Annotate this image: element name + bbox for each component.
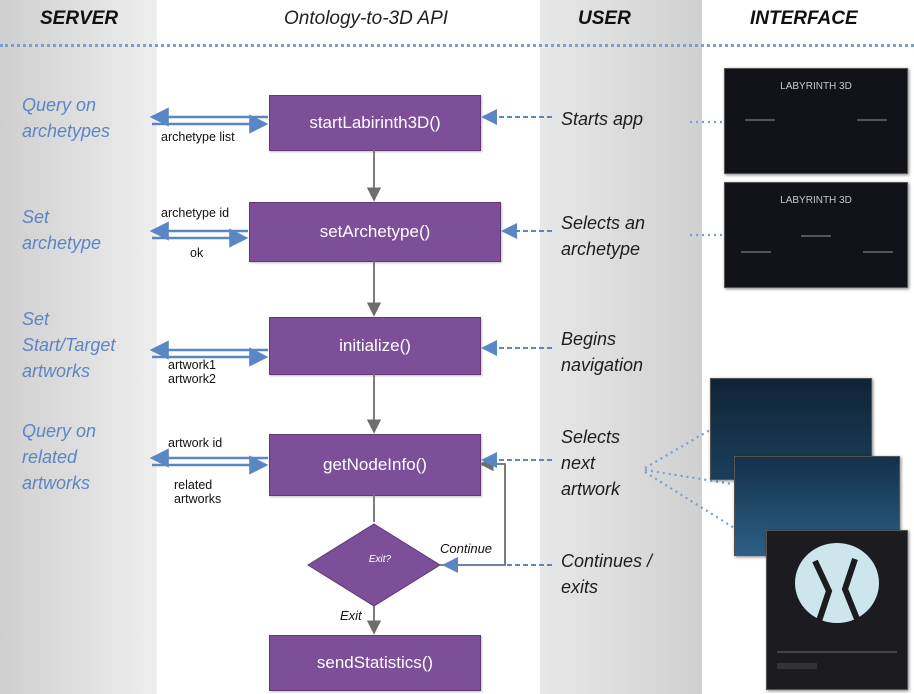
user-action-continues-exits: Continues / exits xyxy=(561,548,652,600)
user-action-line: Continues / xyxy=(561,551,653,571)
msg-archetype-id: archetype id xyxy=(161,206,230,220)
msg-line: artworks xyxy=(174,492,222,506)
interface-screenshot-start: LABYRINTH 3D xyxy=(724,68,908,174)
server-action-set-start-target: Set Start/Target artworks xyxy=(22,306,115,384)
header-api: Ontology-to-3D API xyxy=(284,8,449,29)
user-action-line: Selects xyxy=(561,427,621,447)
exit-decision-diamond xyxy=(307,523,441,607)
server-action-line: Query on xyxy=(22,95,97,115)
user-action-line: Starts app xyxy=(561,109,644,129)
interface-screenshot-artwork xyxy=(766,530,908,690)
server-action-set-archetype: Set archetype xyxy=(22,204,101,256)
server-action-line: artworks xyxy=(22,361,91,381)
user-action-line: Begins xyxy=(561,329,617,349)
screenshot-menu-item xyxy=(745,119,775,121)
user-column xyxy=(540,0,702,694)
interface-connector xyxy=(644,468,733,486)
msg-archetype-list: archetype list xyxy=(161,130,235,144)
fn-initialize: initialize() xyxy=(269,317,481,375)
server-action-line: archetypes xyxy=(22,121,111,141)
flow-label-exit: Exit xyxy=(340,608,362,623)
header-user: USER xyxy=(578,8,631,29)
server-action-query-related: Query on related artworks xyxy=(22,418,96,496)
msg-ok: ok xyxy=(190,246,204,260)
msg-artwork-id: artwork id xyxy=(168,436,223,450)
user-action-begins-navigation: Begins navigation xyxy=(561,326,643,378)
msg-artwork1: artwork1 xyxy=(168,358,216,372)
fn-get-node-info: getNodeInfo() xyxy=(269,434,481,496)
screenshot-menu-item xyxy=(863,251,893,253)
user-action-line: Selects an xyxy=(561,213,646,233)
screenshot-menu-item xyxy=(801,235,831,237)
user-action-line: navigation xyxy=(561,355,644,375)
server-action-line: archetype xyxy=(22,233,102,253)
screenshot-title: LABYRINTH 3D xyxy=(780,195,852,206)
user-action-selects-next-artwork: Selects next artwork xyxy=(561,424,620,502)
header-separator xyxy=(0,44,914,47)
server-action-line: Start/Target xyxy=(22,335,116,355)
server-action-query-archetypes: Query on archetypes xyxy=(22,92,110,144)
user-action-line: archetype xyxy=(561,239,641,259)
fn-start-labirinth3d: startLabirinth3D() xyxy=(269,95,481,151)
server-action-line: Set xyxy=(22,207,50,227)
header-server: SERVER xyxy=(40,8,119,29)
server-action-line: Query on xyxy=(22,421,97,441)
server-action-line: artworks xyxy=(22,473,91,493)
artwork-thumbnail-icon xyxy=(777,543,897,669)
user-action-line: artwork xyxy=(561,479,621,499)
fn-send-statistics: sendStatistics() xyxy=(269,635,481,691)
msg-line: related xyxy=(174,478,213,492)
screenshot-menu-item xyxy=(857,119,887,121)
user-action-line: next xyxy=(561,453,596,473)
fn-set-archetype: setArchetype() xyxy=(249,202,501,262)
flow-label-continue: Continue xyxy=(440,541,493,556)
server-action-line: Set xyxy=(22,309,50,329)
interface-screenshot-archetype: LABYRINTH 3D xyxy=(724,182,908,288)
screenshot-title: LABYRINTH 3D xyxy=(780,81,852,92)
header-interface: INTERFACE xyxy=(750,8,858,29)
server-action-line: related xyxy=(22,447,78,467)
msg-artwork2: artwork2 xyxy=(168,372,216,386)
exit-decision-label: Exit? xyxy=(368,554,392,565)
user-action-line: exits xyxy=(561,577,599,597)
user-action-selects-archetype: Selects an archetype xyxy=(561,210,645,262)
user-action-starts-app: Starts app xyxy=(561,106,643,132)
interface-connector xyxy=(644,429,711,469)
screenshot-menu-item xyxy=(741,251,771,253)
server-column xyxy=(0,0,157,694)
msg-related-artworks: related artworks xyxy=(174,478,221,506)
